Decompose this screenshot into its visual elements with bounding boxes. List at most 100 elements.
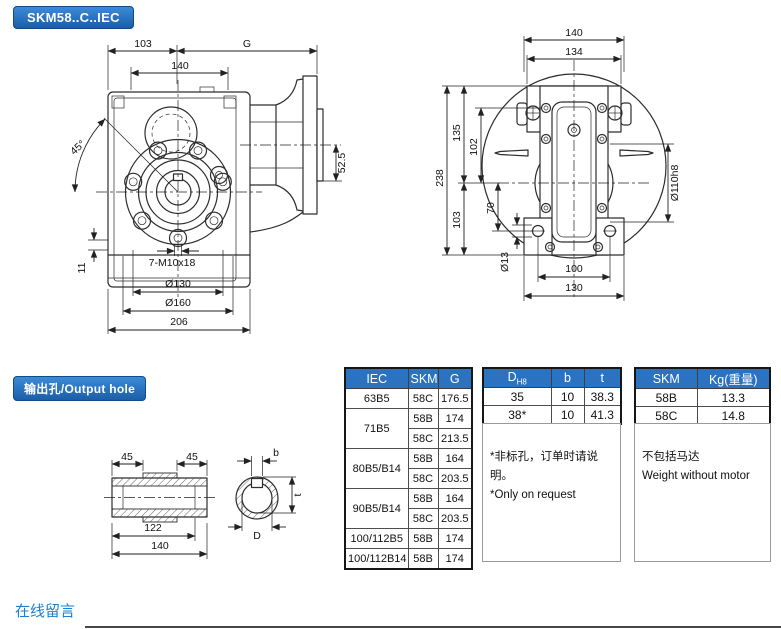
model-badge: SKM58..C..IEC [13,6,134,29]
header-cell: DH8 [482,367,552,388]
table-row: 90B5/B14 58B 164 [344,488,473,529]
table-cell: 58C [407,428,439,449]
table-cell: 100/112B5 [344,528,409,549]
table-cell: 213.5 [437,428,473,449]
table-cell: 38* [482,405,552,425]
dim-100: 100 [565,263,583,275]
table-cell: 58C [407,388,439,409]
table-cell: 58C [407,468,439,489]
table-cell: 58B [407,408,439,429]
bottom-divider [85,626,781,628]
table-cell: 100/112B14 [344,548,409,570]
table-row: 35 10 38.3 [482,387,622,406]
table-cell: 80B5/B14 [344,448,409,489]
table-row: 71B5 58B 174 [344,408,473,449]
dim-dia110h8: Ø110h8 [669,165,681,202]
header-cell: t [583,367,622,388]
weight-note-box: 不包括马达 Weight without motor [634,423,771,562]
header-cell: SKM [407,367,439,389]
table-cell: 164 [437,448,473,469]
table-cell: 10 [550,387,585,406]
bore-table: DH8 b t 35 10 38.3 38* 10 41.3 [482,367,622,425]
table-cell: 174 [437,528,473,549]
table-cell: 35 [482,387,552,406]
table-cell: 41.3 [583,405,622,425]
header-cell: b [550,367,585,388]
table-cell: 58C [407,508,439,529]
dim-bolts: 7-M10x18 [149,257,196,269]
online-message-link[interactable]: 在线留言 [15,603,76,620]
dim-45-left: 45 [121,451,133,463]
table-cell: 58B [634,388,698,407]
table-cell: 174 [437,548,473,570]
iec-g-table: IEC SKM G 63B5 58C 176.5 71B5 58B 174 58… [344,367,473,570]
front-view-dimensions: 103 G 140 45° 52.5 11 7-M10x18 Ø [68,38,348,334]
table-cell: 203.5 [437,508,473,529]
dim-dia160: Ø160 [165,297,191,309]
dim-45-right: 45 [186,451,198,463]
dim-103: 103 [451,211,463,229]
note-line: *非标孔，订单时请说明。 [490,451,598,482]
dim-dia130: Ø130 [165,278,191,290]
dim-238: 238 [436,169,446,187]
table-cell: 203.5 [437,468,473,489]
table-row: 63B5 58C 176.5 [344,388,473,409]
table-row: 100/112B14 58B 174 [344,548,473,570]
table-row: 58C 203.5 [345,508,473,529]
table-cell: 90B5/B14 [344,488,409,529]
dim-140: 140 [565,27,583,39]
dim-D: D [253,530,261,542]
header-cell: G [437,367,473,389]
bore-note-box: *非标孔，订单时请说明。 *Only on request [482,423,621,562]
dim-140: 140 [171,60,189,72]
header-cell: SKM [634,367,698,389]
weight-table: SKM Kg(重量) 58B 13.3 58C 14.8 [634,367,771,426]
front-view-drawing: 103 G 140 45° 52.5 11 7-M10x18 Ø [68,38,348,334]
table-cell: 38.3 [583,387,622,406]
table-cell: 10 [550,405,585,425]
dim-135: 135 [451,124,463,142]
table-cell: 174 [437,408,473,429]
table-cell: 58B [407,488,439,509]
dim-130: 130 [565,282,583,294]
rear-view-drawing: 140 134 238 135 103 102 70 Ø110h8 [436,27,681,301]
dim-103: 103 [134,38,152,50]
table-cell: 58B [407,548,439,570]
dim-dia13: Ø13 [499,252,511,272]
rear-view-dimensions: 140 134 238 135 103 102 70 Ø110h8 [436,27,681,301]
table-cell: 58B [407,528,439,549]
dim-70: 70 [485,202,497,214]
output-hole-badge: 输出孔/Output hole [13,376,147,401]
header-cell: Kg(重量) [696,367,771,389]
table-row: 80B5/B14 58B 164 [344,448,473,489]
table-row: 38* 10 41.3 [482,405,622,425]
hole-view-dimensions: 45 45 122 140 b t D [111,447,304,559]
dim-52-5: 52.5 [336,153,348,174]
dim-102: 102 [468,138,480,156]
table-cell: 13.3 [696,388,771,407]
table-row: 58B 13.3 [634,388,771,407]
note-line: Weight without motor [642,470,750,482]
dim-t: t [292,493,304,496]
dim-140b: 140 [151,540,169,552]
dim-45deg: 45° [68,138,88,158]
table-cell: 63B5 [344,388,409,409]
note-line: 不包括马达 [642,451,700,463]
dim-b: b [273,447,279,459]
table-cell: 58B [407,448,439,469]
dim-134: 134 [565,46,583,58]
table-cell: 14.8 [696,406,771,426]
table-cell: 71B5 [344,408,409,449]
table-cell: 164 [437,488,473,509]
note-line: *Only on request [490,489,576,501]
gearbox-rear-outline [481,60,667,300]
shaft-section-outline [235,476,279,520]
hollow-shaft-outline [104,472,215,523]
table-row: 100/112B5 58B 174 [344,528,473,549]
output-hole-drawing: 45 45 122 140 b t D [104,447,304,559]
dim-G: G [243,38,251,50]
dim-11: 11 [76,262,88,273]
table-cell: 176.5 [437,388,473,409]
dim-206: 206 [170,316,188,328]
